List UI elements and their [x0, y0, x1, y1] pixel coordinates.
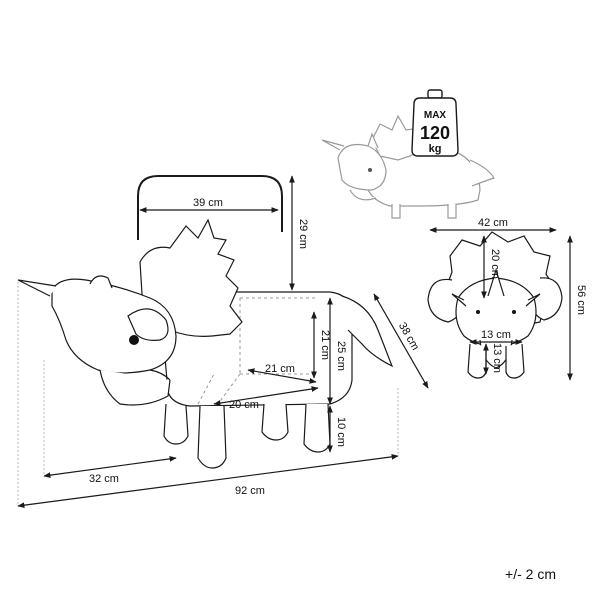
dim-line-body-depth: [373, 293, 429, 389]
jaw: [99, 369, 171, 406]
label-head-length: 32 cm: [89, 473, 119, 485]
label-storage-depth: 21 cm: [265, 363, 295, 375]
label-body-height: 25 cm: [335, 341, 347, 371]
label-face-width: 13 cm: [481, 329, 511, 341]
front-eye-left: [476, 310, 480, 314]
leg-front-1: [163, 403, 189, 445]
front-view: [427, 231, 563, 379]
label-front-width: 42 cm: [478, 217, 508, 229]
label-total-height: 56 cm: [575, 285, 587, 315]
label-leg-height: 10 cm: [335, 417, 347, 447]
label-storage-width: 20 cm: [229, 399, 259, 411]
dim-line-storage-depth: [247, 368, 317, 384]
weight-icon: MAX 120 kg: [411, 89, 459, 157]
label-snout-height: 13 cm: [491, 343, 503, 373]
label-total-length: 92 cm: [235, 485, 265, 497]
weight-unit: kg: [429, 143, 442, 155]
label-body-depth: 38 cm: [396, 321, 421, 353]
dim-line-total-length: [17, 453, 399, 509]
weight-max-label: MAX: [424, 110, 447, 121]
dim-line-storage-width: [213, 386, 319, 406]
label-handle-height: 29 cm: [297, 219, 309, 249]
weight-value: 120: [420, 123, 450, 143]
front-horn-center: [487, 267, 505, 297]
leg-back-2: [303, 403, 331, 453]
handle-loop: [137, 175, 283, 240]
label-inner-height: 21 cm: [319, 330, 331, 360]
tolerance-note: +/- 2 cm: [505, 566, 556, 582]
label-handle-width: 39 cm: [193, 197, 223, 209]
horn-brow: [89, 275, 113, 289]
front-eye-right: [512, 310, 516, 314]
mini-triceratops-ottoman: [321, 114, 495, 219]
horn-nose: [17, 279, 57, 297]
mini-eye: [368, 168, 372, 172]
label-horn-height: 20 cm: [489, 249, 501, 279]
leg-front-2: [197, 405, 227, 469]
eye: [129, 335, 139, 345]
leg-back-1: [261, 403, 289, 441]
